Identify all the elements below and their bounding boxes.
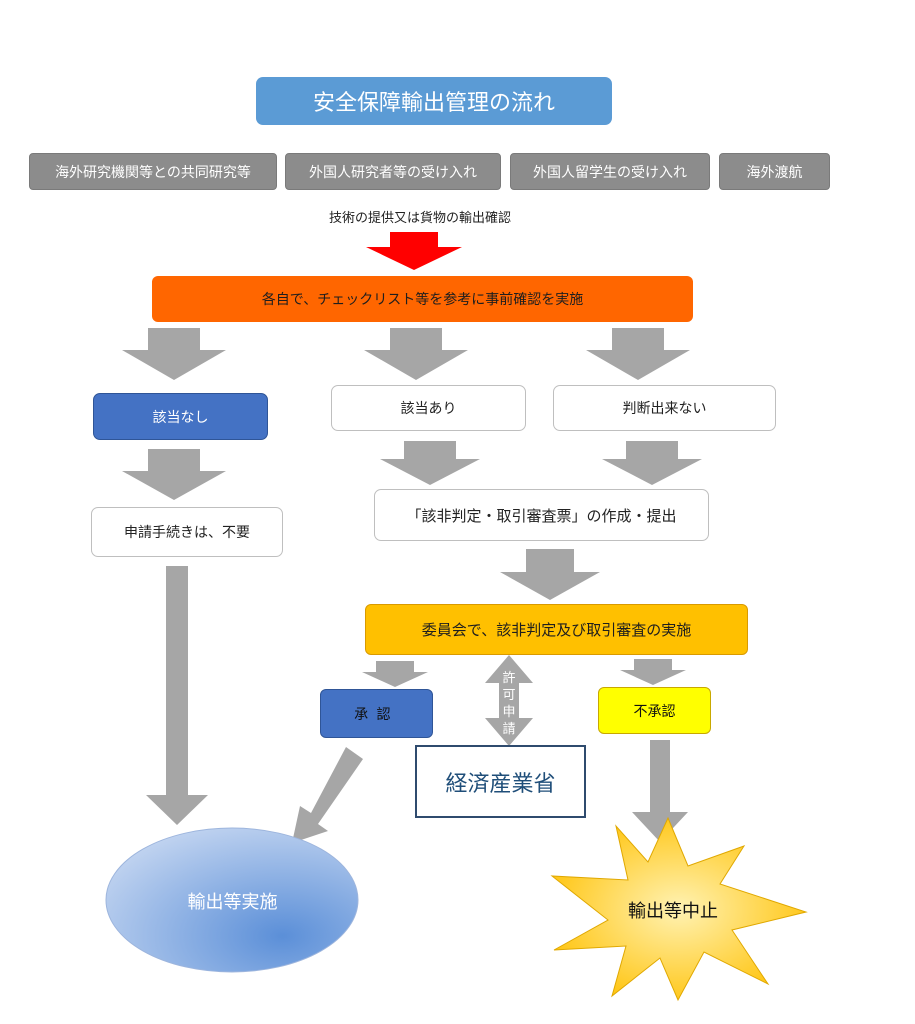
permit-char: 請 [502, 722, 516, 737]
down-arrow-create-right [602, 441, 702, 485]
arrow-to-approve [362, 661, 428, 687]
arrow-approve-to-export [292, 747, 363, 843]
result-undetermined: 判断出来ない [553, 385, 776, 431]
down-arrow-committee [500, 549, 600, 600]
long-arrow-to-export [146, 566, 208, 825]
export-ok-label: 輸出等実施 [187, 891, 278, 913]
result-not-applicable: 該当なし [93, 393, 268, 440]
permit-double-arrow [485, 655, 533, 746]
ministry-box: 経済産業省 [415, 745, 586, 818]
page-title: 安全保障輸出管理の流れ [256, 77, 612, 125]
down-arrow-create-left [380, 441, 480, 485]
down-arrow-applicable [364, 328, 468, 380]
approved-box: 承認 [320, 689, 433, 738]
down-arrow-no-procedure [122, 449, 226, 500]
no-procedure-box: 申請手続きは、不要 [91, 507, 283, 557]
rejected-box: 不承認 [598, 687, 711, 734]
result-applicable: 該当あり [331, 385, 526, 431]
activity-overseas-travel: 海外渡航 [719, 153, 830, 190]
confirm-down-arrow [366, 232, 462, 270]
activity-joint-research: 海外研究機関等との共同研究等 [29, 153, 277, 190]
activity-foreign-students: 外国人留学生の受け入れ [510, 153, 710, 190]
export-stop-burst [550, 816, 808, 1002]
down-arrow-not-applicable [122, 328, 226, 380]
down-arrow-undetermined [586, 328, 690, 380]
permit-char: 可 [502, 688, 516, 703]
arrow-reject-to-stop [632, 740, 688, 842]
create-submit-box: 「該非判定・取引審査票」の作成・提出 [374, 489, 709, 541]
export-stop-label: 輸出等中止 [628, 901, 718, 922]
committee-review-box: 委員会で、該非判定及び取引審査の実施 [365, 604, 748, 655]
permit-application-label: 許 可 申 請 [500, 670, 518, 738]
self-check-step: 各自で、チェックリスト等を参考に事前確認を実施 [152, 276, 693, 322]
confirmation-label: 技術の提供又は貨物の輸出確認 [328, 211, 511, 226]
permit-char: 許 [502, 671, 516, 686]
permit-char: 申 [502, 705, 516, 720]
arrow-to-reject [620, 659, 686, 685]
activity-foreign-researchers: 外国人研究者等の受け入れ [285, 153, 501, 190]
export-ok-oval [105, 827, 359, 973]
